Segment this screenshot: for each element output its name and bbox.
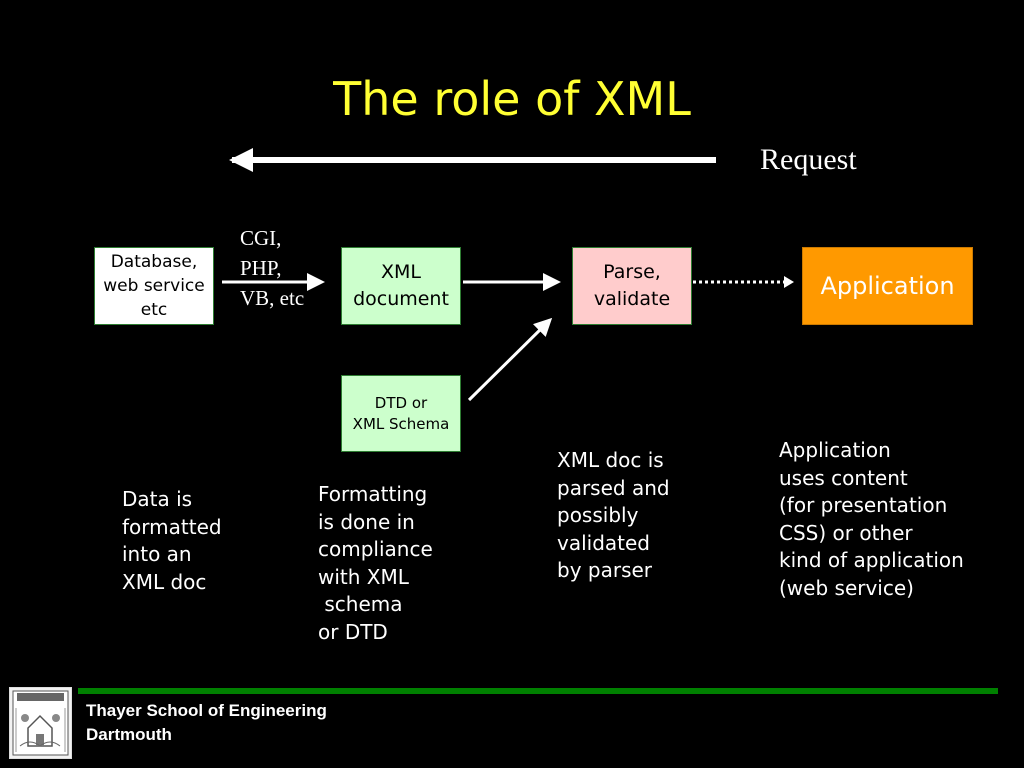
footer-school-name: Thayer School of Engineering xyxy=(86,701,327,720)
footer-divider xyxy=(78,688,998,694)
parse-validate-box: Parse, validate xyxy=(572,247,692,325)
database-box: Database, web service etc xyxy=(94,247,214,325)
note-xml-parsed: XML doc is parsed and possibly validated… xyxy=(557,448,670,582)
database-box-label: Database, web service etc xyxy=(103,252,205,320)
cgi-php-vb-label: CGI, PHP, VB, etc xyxy=(240,226,305,310)
note-application-uses: Application uses content (for presentati… xyxy=(779,438,964,600)
parse-validate-label: Parse, validate xyxy=(593,261,671,310)
footer-text: Thayer School of Engineering Dartmouth xyxy=(86,699,327,747)
arrow-dtd-to-parse xyxy=(467,317,553,402)
dartmouth-seal-logo xyxy=(9,687,72,759)
xml-document-label: XML document xyxy=(353,261,449,310)
note-formatting-compliance: Formatting is done in compliance with XM… xyxy=(318,482,433,644)
note-data-formatted: Data is formatted into an XML doc xyxy=(122,487,222,594)
xml-document-box: XML document xyxy=(341,247,461,325)
application-label: Application xyxy=(820,272,955,300)
request-label: Request xyxy=(760,143,857,176)
application-box: Application xyxy=(802,247,973,325)
dtd-schema-label: DTD or XML Schema xyxy=(352,393,450,433)
dotted-arrow-head xyxy=(784,276,794,288)
dtd-schema-box: DTD or XML Schema xyxy=(341,375,461,452)
footer-institution: Dartmouth xyxy=(86,725,172,744)
slide-title: The role of XML xyxy=(333,72,691,126)
